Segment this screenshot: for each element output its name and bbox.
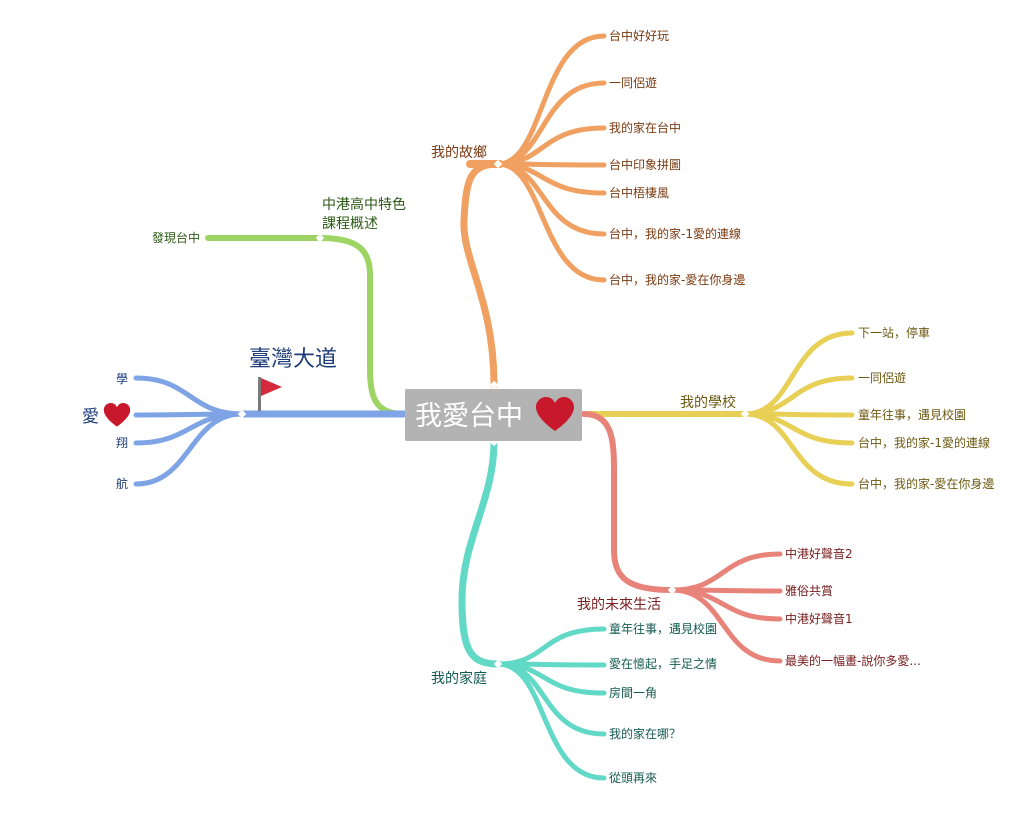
family-trunk	[458, 438, 502, 668]
avenue-item[interactable]: 愛	[82, 407, 99, 427]
future-item[interactable]: 中港好聲音2	[785, 547, 853, 561]
avenue-item[interactable]: 學	[116, 372, 129, 386]
branch-hometown-label[interactable]: 我的故鄉	[431, 145, 487, 161]
future-child-line	[669, 587, 783, 664]
family-item[interactable]: 房間一角	[609, 686, 658, 700]
branch-joint-marker	[740, 409, 750, 419]
branch-course-label-line2[interactable]: 課程概述	[322, 216, 378, 232]
branch-joint-marker	[237, 409, 247, 419]
avenue-item[interactable]: 航	[116, 477, 129, 491]
branch-joint-marker	[667, 585, 677, 595]
branch-family-label[interactable]: 我的家庭	[431, 671, 487, 687]
school-item[interactable]: 台中，我的家-愛在你身邊	[858, 477, 995, 491]
hometown-child-line	[495, 80, 607, 167]
course-item[interactable]: 發現台中	[152, 231, 201, 245]
branch-school-label[interactable]: 我的學校	[680, 395, 736, 411]
school-child-line	[742, 411, 855, 487]
hometown-item[interactable]: 台中梧棲風	[609, 186, 670, 200]
branch-joint-marker	[489, 380, 499, 390]
school-item[interactable]: 童年往事，遇見校園	[858, 408, 967, 422]
hometown-item[interactable]: 台中，我的家-愛在你身邊	[609, 273, 746, 287]
heart-icon	[536, 397, 574, 431]
school-item[interactable]: 一同侶遊	[858, 371, 907, 385]
future-trunk	[581, 411, 675, 593]
branch-joint-marker	[493, 659, 503, 669]
red-flag-icon	[258, 377, 282, 411]
family-item[interactable]: 從頭再來	[609, 771, 658, 785]
branch-joint-marker	[493, 159, 503, 169]
branch-joint-marker	[315, 233, 325, 243]
family-child-line	[495, 661, 607, 781]
school-item[interactable]: 下一站，停車	[858, 326, 931, 340]
central-topic[interactable]: 我愛台中	[405, 389, 582, 441]
branch-future-label[interactable]: 我的未來生活	[577, 597, 661, 613]
hometown-item[interactable]: 台中，我的家-1愛的連線	[609, 227, 741, 241]
future-item[interactable]: 中港好聲音1	[785, 612, 853, 626]
school-child-line	[742, 330, 855, 417]
hometown-item[interactable]: 台中印象拼圖	[609, 158, 682, 172]
school-item[interactable]: 台中，我的家-1愛的連線	[858, 436, 990, 450]
hometown-item[interactable]: 我的家在台中	[609, 121, 682, 135]
branch-avenue-label[interactable]: 臺灣大道	[249, 347, 338, 372]
central-topic-label: 我愛台中	[415, 401, 523, 432]
hometown-child-line	[495, 161, 607, 237]
family-item[interactable]: 童年往事，遇見校園	[609, 622, 718, 636]
family-child-line	[495, 661, 607, 737]
hometown-trunk	[460, 160, 498, 389]
avenue-item[interactable]: 翔	[116, 436, 129, 450]
heart-icon	[103, 403, 131, 427]
hometown-child-line	[495, 33, 607, 167]
hometown-item[interactable]: 一同侶遊	[609, 76, 658, 90]
future-item[interactable]: 最美的一幅畫-說你多愛...	[785, 654, 921, 668]
course-trunk	[317, 235, 407, 417]
future-child-line	[669, 551, 783, 593]
family-item[interactable]: 我的家在哪？	[609, 727, 682, 741]
branch-course-label-line1[interactable]: 中港高中特色	[322, 197, 406, 213]
future-item[interactable]: 雅俗共賞	[785, 584, 834, 598]
connector-lines	[133, 33, 855, 781]
avenue-child-line	[133, 411, 245, 487]
family-item[interactable]: 愛在憶起，手足之情	[609, 657, 718, 671]
hometown-item[interactable]: 台中好好玩	[609, 29, 670, 43]
family-child-line	[495, 626, 607, 667]
avenue-child-line	[133, 375, 245, 417]
hometown-child-line	[495, 161, 607, 283]
